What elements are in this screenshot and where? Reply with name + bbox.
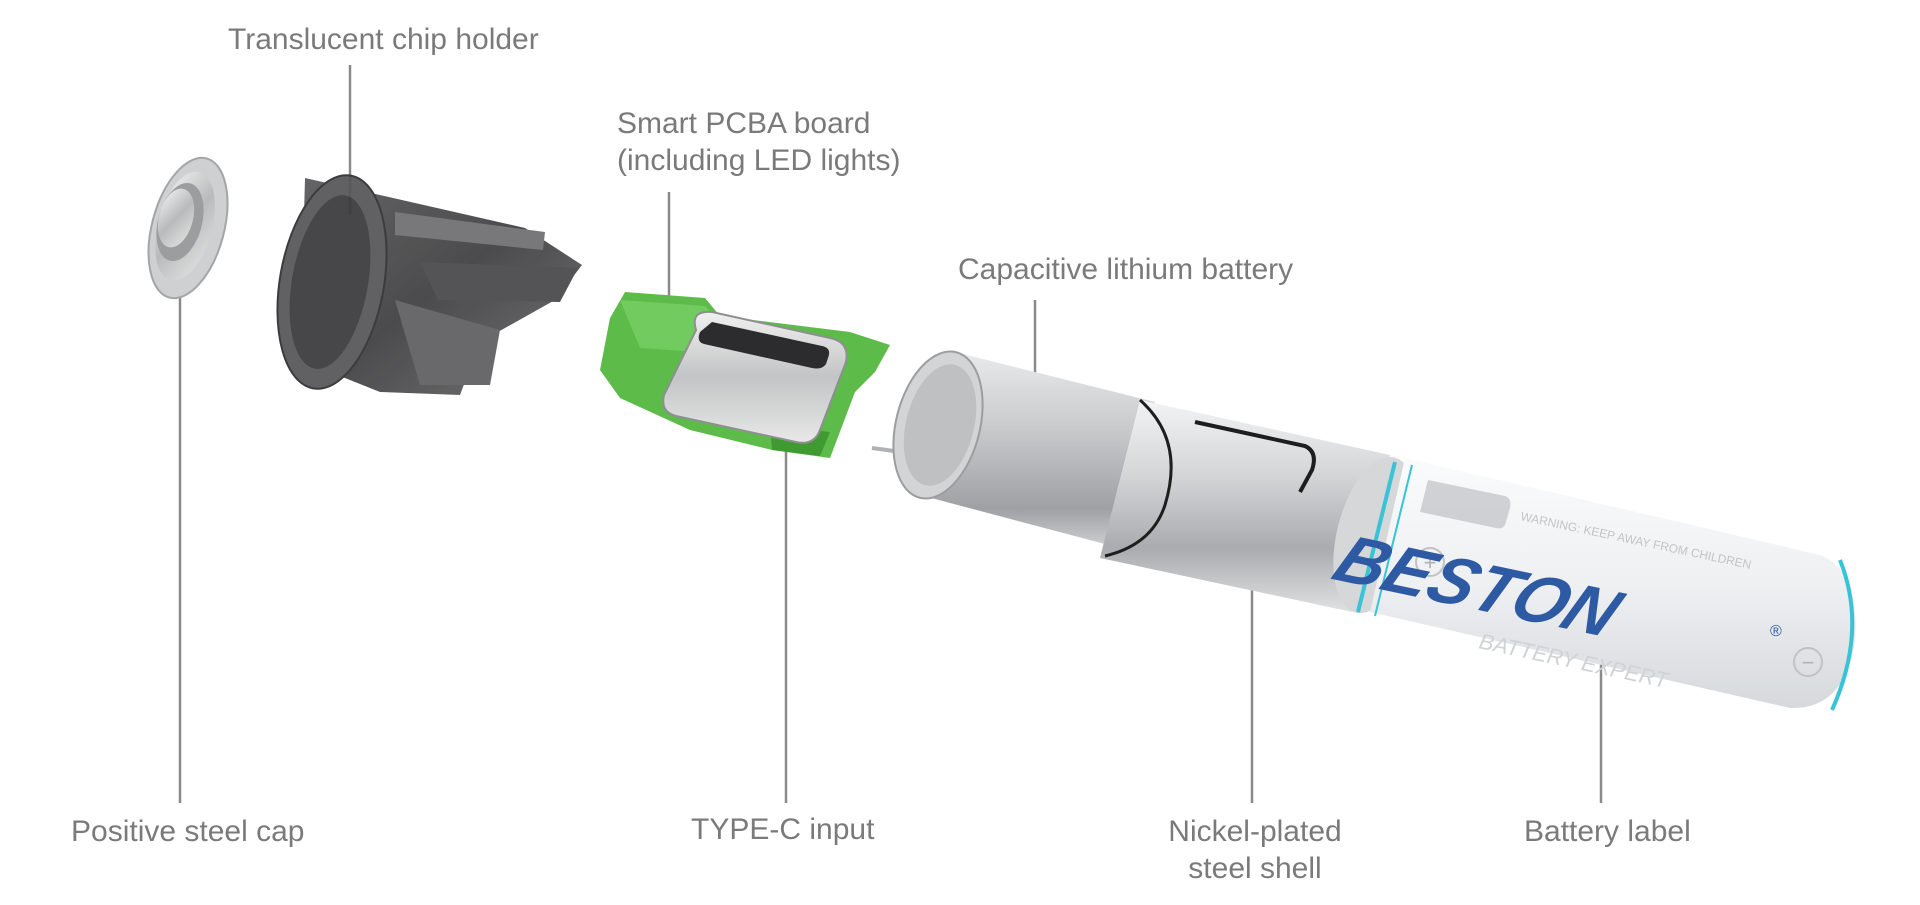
label-positive-cap: Positive steel cap (71, 815, 305, 848)
capacitive-lithium-battery (871, 350, 1155, 548)
usb-type-c-connector (662, 310, 848, 444)
label-battery-label: Battery label (1524, 815, 1691, 848)
label-nickel-line1: Nickel-plated (1168, 815, 1342, 848)
label-pcba-line2: (including LED lights) (617, 144, 901, 177)
positive-steel-cap (147, 156, 229, 300)
plus-symbol: + (1424, 550, 1437, 575)
translucent-chip-holder (276, 174, 582, 395)
label-capacitive: Capacitive lithium battery (958, 253, 1294, 286)
label-chip-holder: Translucent chip holder (228, 23, 539, 56)
label-type-c: TYPE-C input (691, 813, 875, 846)
label-nickel-line2: steel shell (1188, 852, 1322, 885)
battery-label-wrapper: + − WARNING: KEEP AWAY FROM CHILDREN BES… (1323, 458, 1856, 711)
minus-symbol: − (1802, 650, 1815, 675)
brand-registered-mark: ® (1770, 623, 1782, 640)
label-pcba-line1: Smart PCBA board (617, 107, 871, 140)
